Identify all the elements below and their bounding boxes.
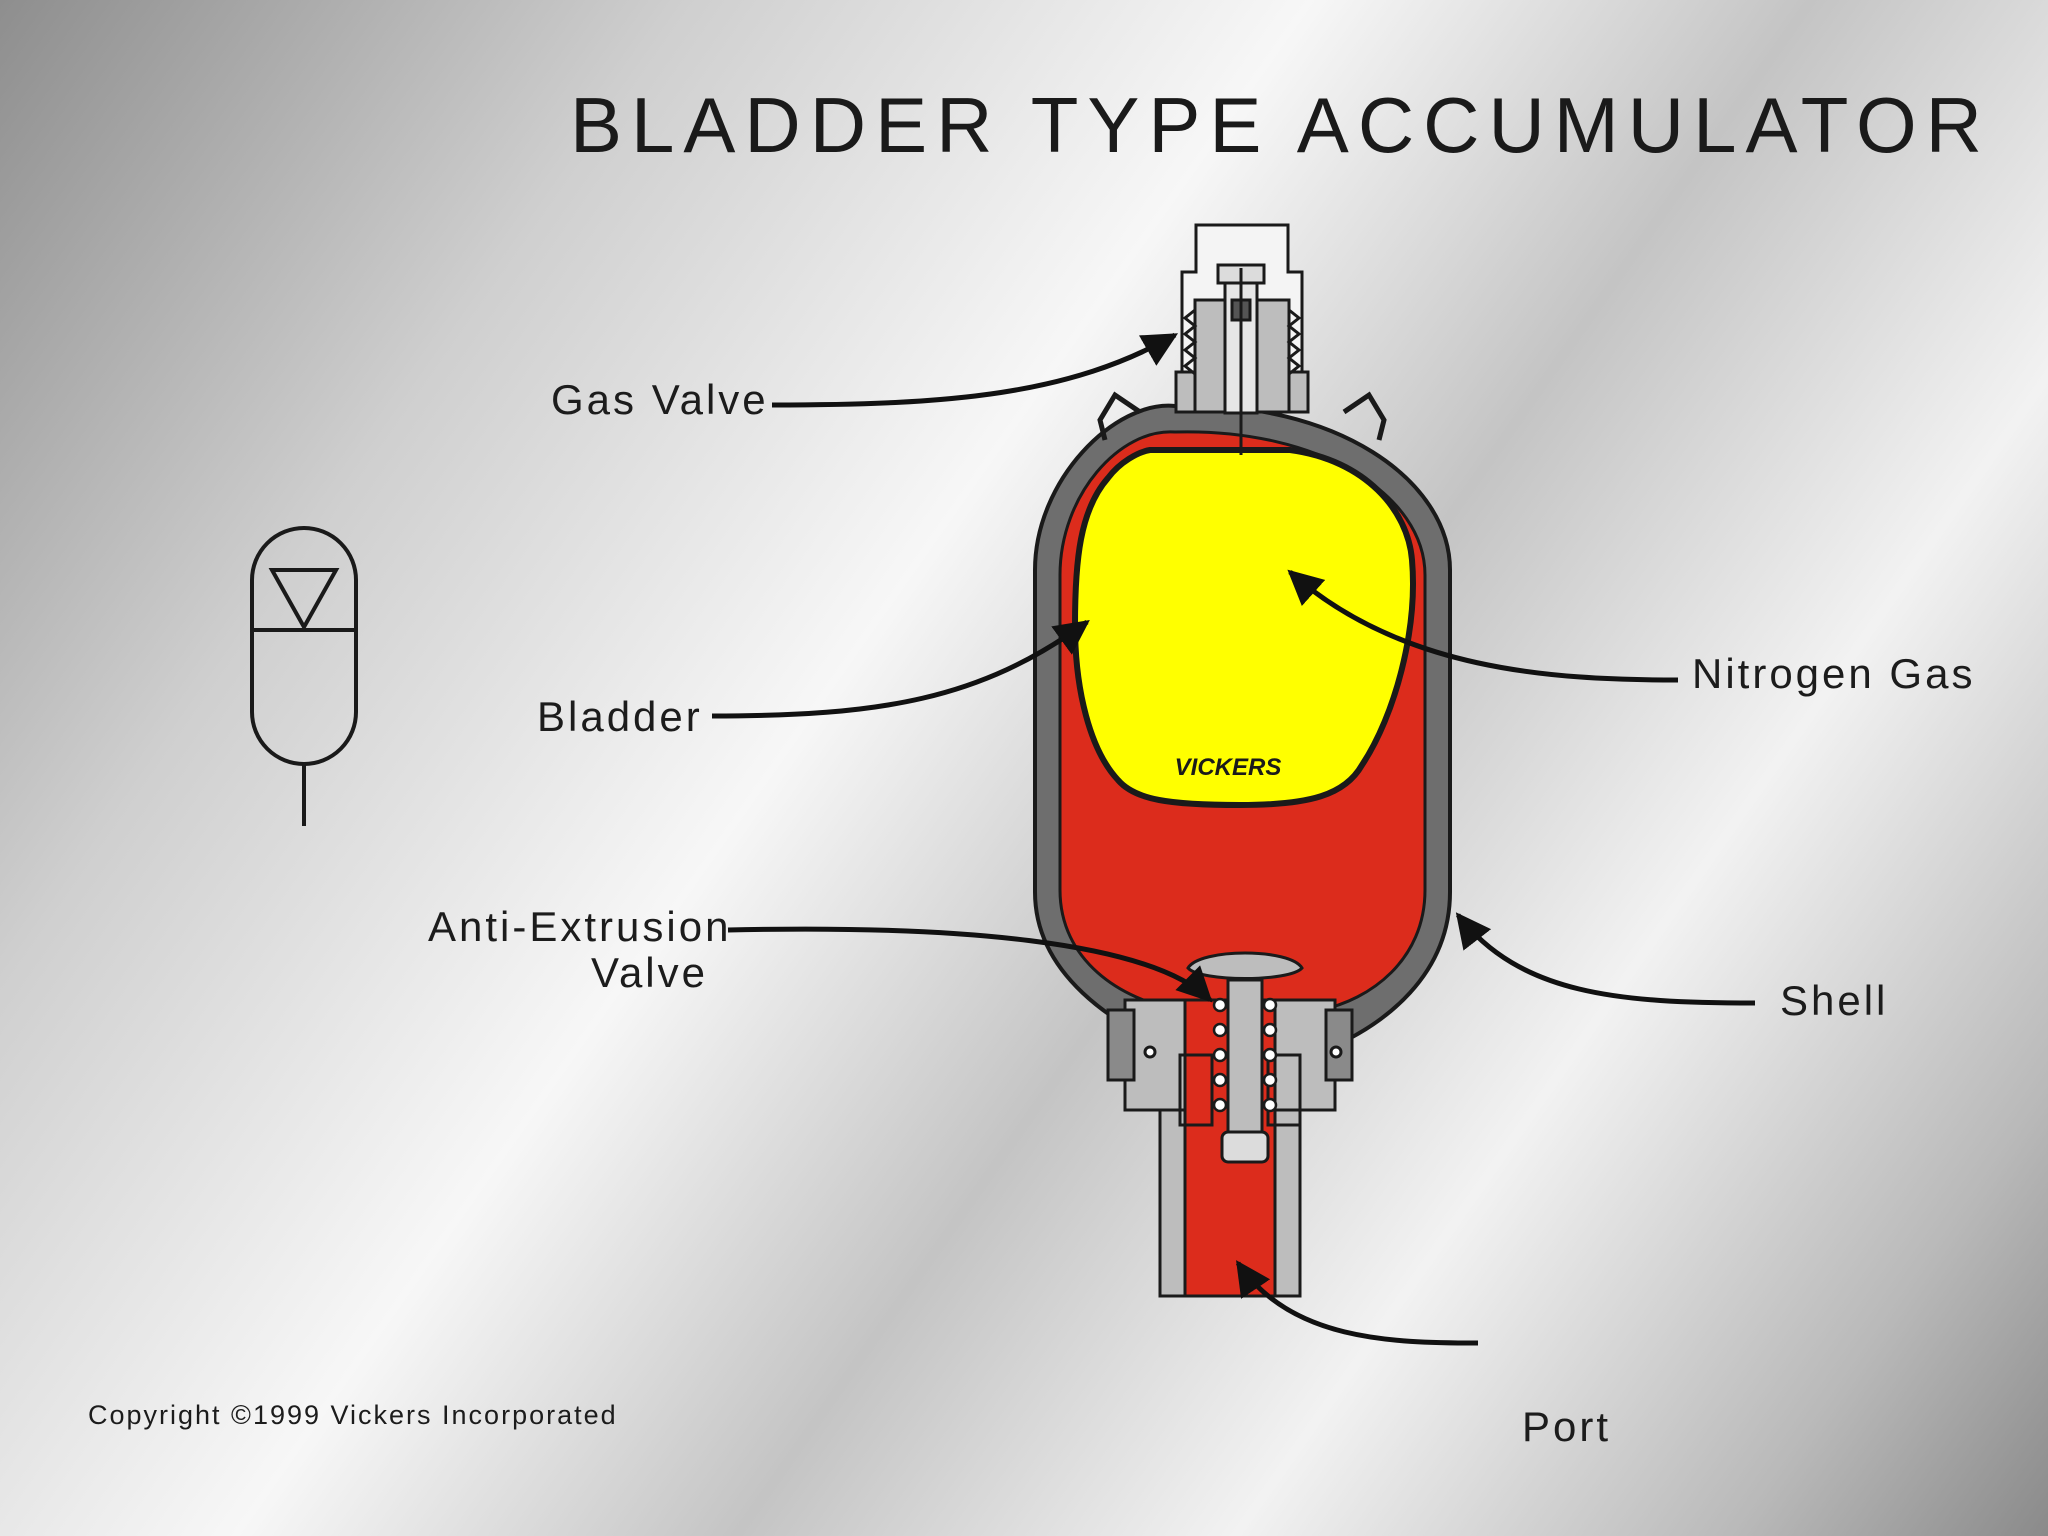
port-leader: [1235, 1260, 1479, 1346]
diagram-title: BLADDER TYPE ACCUMULATOR: [570, 81, 1991, 169]
anti-extrusion-leader: [727, 926, 1213, 1003]
copyright-notice: Copyright ©1999 Vickers Incorporated: [88, 1400, 618, 1430]
shell-label: Shell: [1780, 977, 1889, 1024]
anti-extrusion-label-line2: Valve: [591, 949, 708, 996]
bladder-leader: [711, 619, 1090, 719]
vickers-brand-mark: VICKERS: [1175, 754, 1282, 781]
port-label: Port: [1522, 1403, 1612, 1450]
bladder-gas: [1071, 447, 1416, 809]
shell-leader: [1455, 912, 1756, 1006]
nitrogen-gas-leader: [1287, 569, 1679, 683]
anti-extrusion-label-line1: Anti-Extrusion: [428, 903, 732, 950]
gas-valve-label: Gas Valve: [551, 376, 769, 423]
bladder-label: Bladder: [537, 693, 703, 740]
gas-valve: [1097, 223, 1387, 455]
nitrogen-gas-label: Nitrogen Gas: [1692, 650, 1976, 697]
anti-extrusion-valve: [1186, 951, 1304, 1164]
gas-valve-leader: [771, 332, 1179, 408]
accumulator-symbol-icon: [250, 526, 358, 826]
anti-extrusion-label: Anti-Extrusion Valve: [428, 903, 732, 996]
